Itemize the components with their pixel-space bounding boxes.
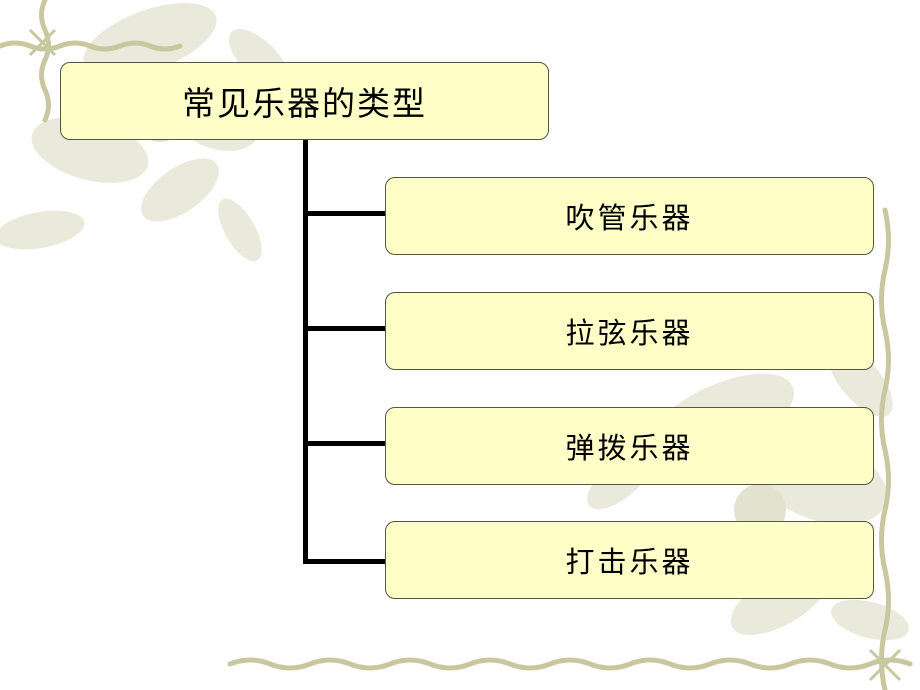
child-node-label: 吹管乐器 [565,201,694,235]
vine-bottom-horizontal [227,657,913,671]
connector-branch-3 [303,441,385,446]
root-node: 常见乐器的类型 [60,62,549,140]
flower-watermark-bottom-right [587,343,909,641]
vine-top-horizontal [0,40,183,52]
connector-trunk [303,140,308,564]
vine-right-vertical [879,207,891,690]
child-node-label: 打击乐器 [565,545,694,579]
child-node-plucked-string: 弹拨乐器 [385,407,874,485]
child-node-percussion: 打击乐器 [385,521,874,599]
vine-left-vertical [39,0,51,123]
child-node-bowed-string: 拉弦乐器 [385,292,874,370]
child-node-wind: 吹管乐器 [385,177,874,255]
connector-branch-2 [303,326,385,331]
connector-branch-1 [303,211,385,216]
connector-branch-4 [303,559,385,564]
root-node-label: 常见乐器的类型 [182,84,427,123]
child-node-label: 拉弦乐器 [565,316,694,350]
child-node-label: 弹拨乐器 [565,431,694,465]
